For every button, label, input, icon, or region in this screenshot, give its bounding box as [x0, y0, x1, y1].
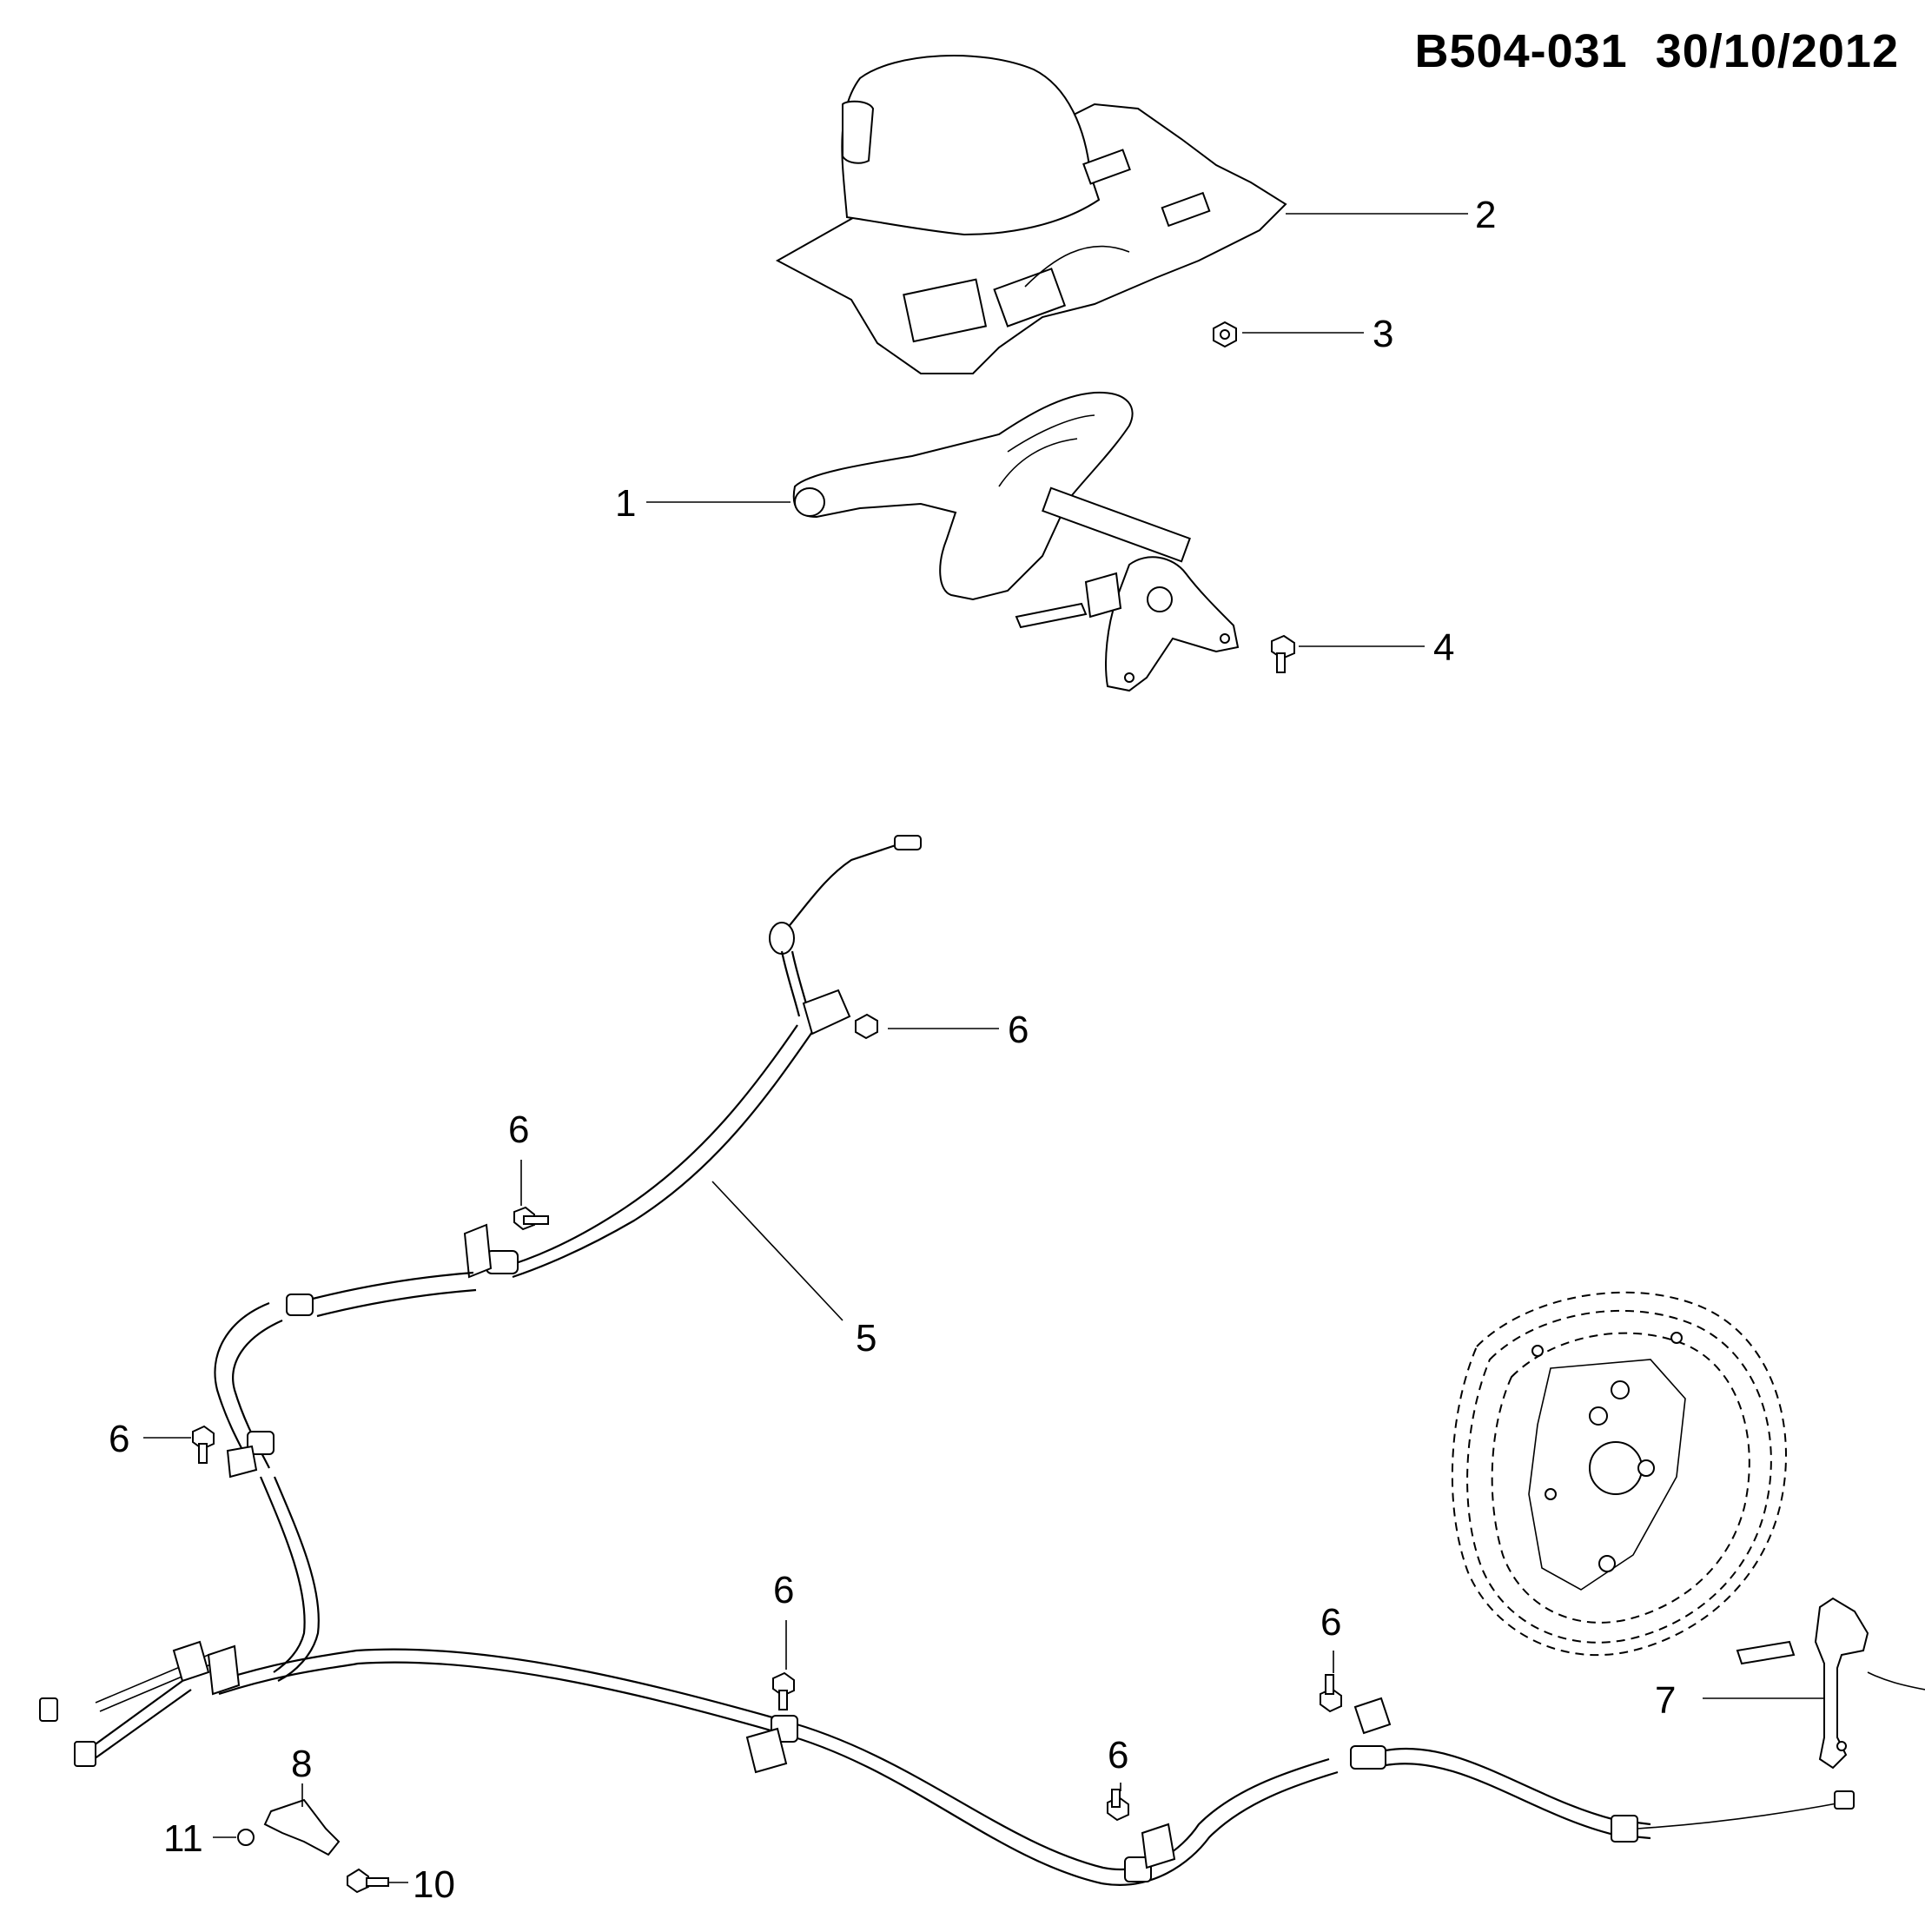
callout-6-b: 6 [508, 1108, 529, 1151]
bolt-6-e [1107, 1789, 1129, 1822]
drawing-date: 30/10/2012 [1655, 25, 1899, 77]
bolt-6-f [1320, 1674, 1342, 1713]
callout-labels: 2 3 1 4 6 6 5 6 6 6 6 7 8 10 11 [109, 194, 1676, 1906]
leader-lines [143, 213, 1824, 1883]
callout-2: 2 [1475, 194, 1496, 236]
brake-lever-part [792, 391, 1240, 692]
bolt-6-a [855, 1013, 878, 1040]
bolt-part [1271, 634, 1295, 673]
brake-backing-plate-part [1451, 1291, 1787, 1657]
callout-6-d: 6 [773, 1569, 794, 1611]
callout-6-f: 6 [1320, 1601, 1341, 1644]
rear-cable-part [74, 1644, 1855, 1886]
bracket-8-part [263, 1798, 341, 1856]
callout-3: 3 [1373, 313, 1393, 355]
bolt-6-b [513, 1206, 549, 1231]
callout-10: 10 [413, 1863, 455, 1906]
nut-11-part [237, 1829, 255, 1846]
front-cable-part [39, 835, 922, 1722]
drawing-id: B504-031 [1414, 25, 1628, 77]
callout-1: 1 [615, 482, 636, 525]
callout-8: 8 [291, 1743, 312, 1785]
bolt-10-part [347, 1868, 389, 1894]
callout-7: 7 [1655, 1679, 1676, 1722]
callout-6-e: 6 [1108, 1734, 1128, 1777]
callout-6-c: 6 [109, 1418, 129, 1460]
bolt-6-d [772, 1671, 795, 1710]
console-cover-part [775, 55, 1287, 374]
drawing-header: B504-031 30/10/2012 [1415, 24, 1899, 78]
callout-5: 5 [856, 1317, 877, 1360]
bolt-6-c [192, 1425, 215, 1464]
bolt-6-instances [192, 1013, 1342, 1822]
callout-6-a: 6 [1008, 1009, 1029, 1051]
callout-4: 4 [1433, 626, 1454, 669]
bracket-7-part [1736, 1597, 1925, 1770]
nut-part [1213, 321, 1237, 348]
callout-11: 11 [163, 1817, 203, 1860]
